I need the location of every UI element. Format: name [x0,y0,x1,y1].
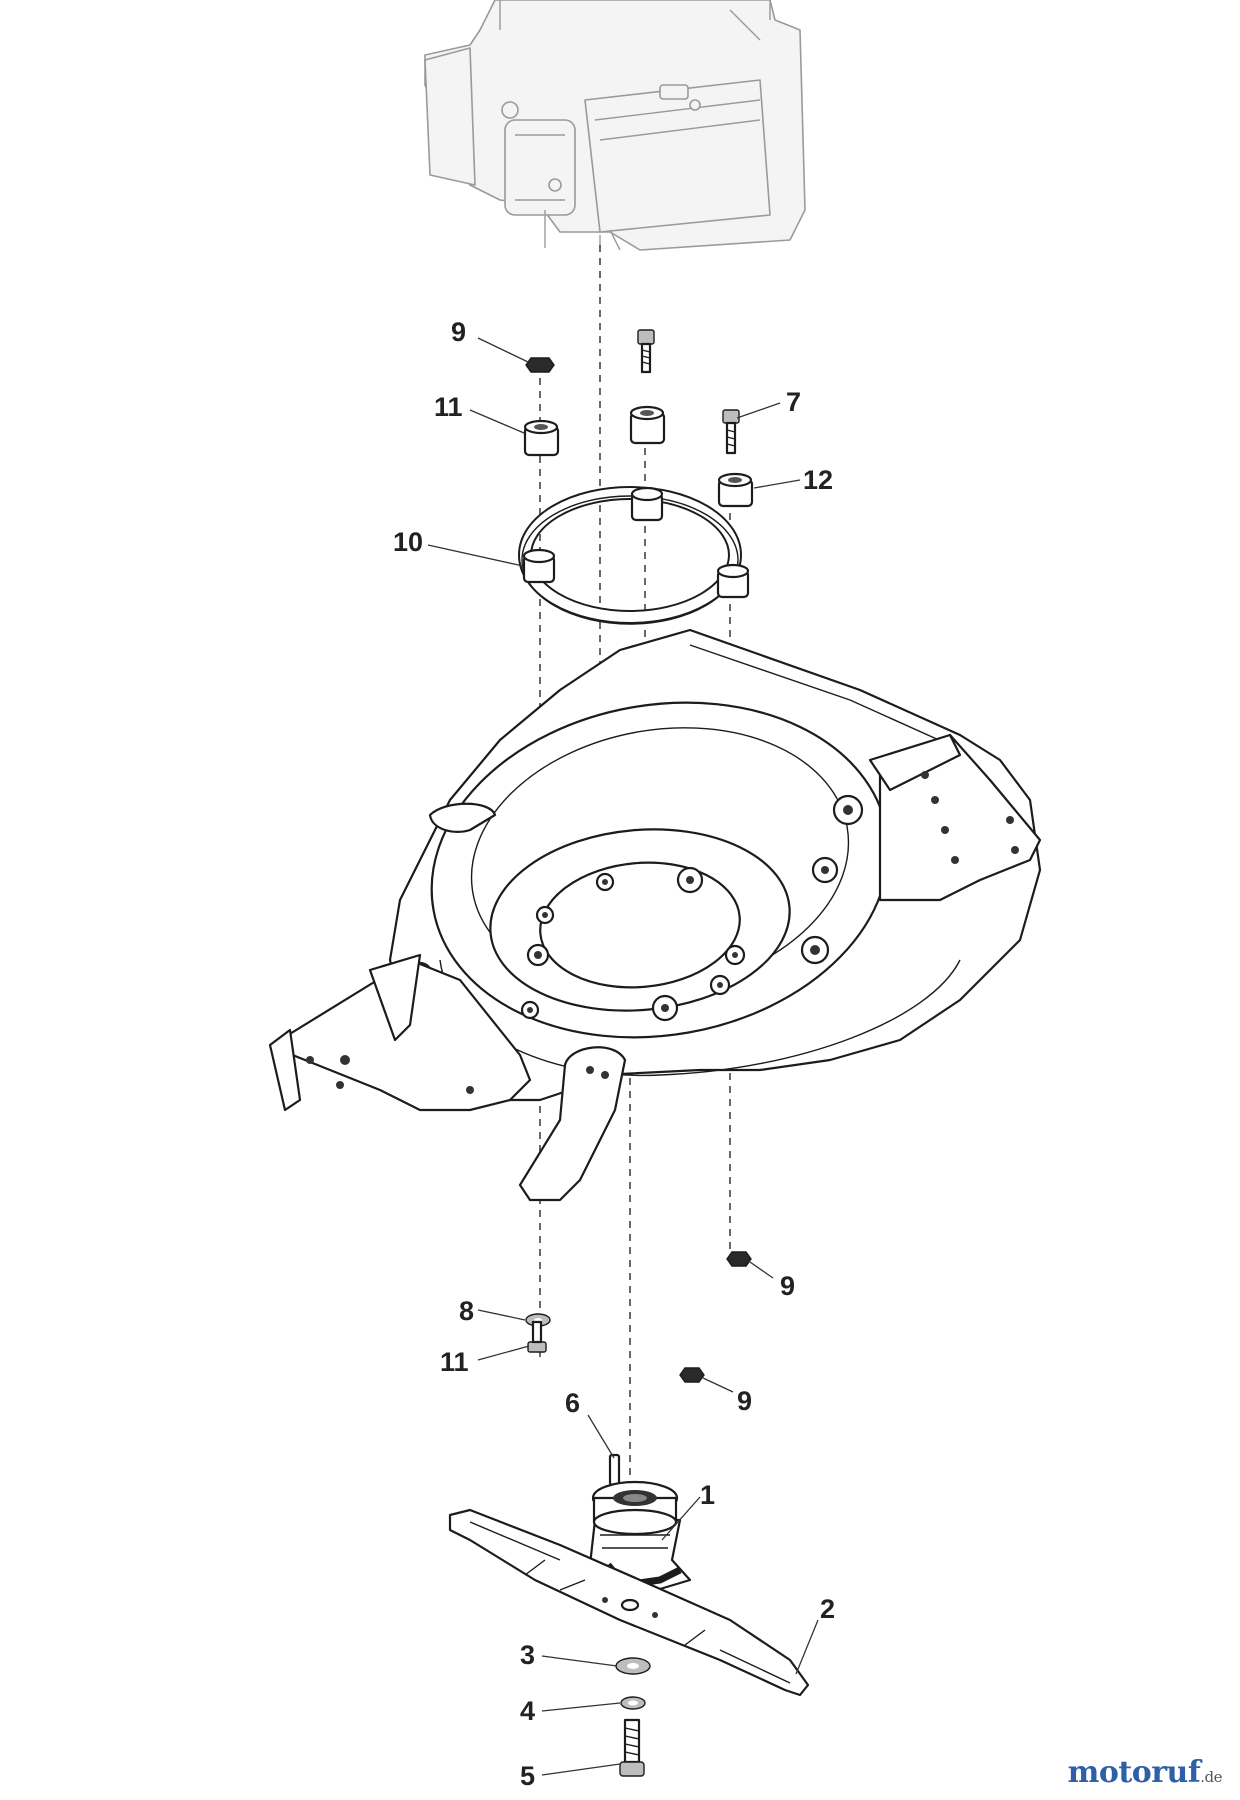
callout-9-right-lower: 9 [737,1386,752,1416]
callout-7: 7 [786,387,801,417]
callout-4: 4 [520,1696,535,1726]
leader-lines [427,337,819,1776]
bolt-12 [527,1320,547,1353]
callout-1: 1 [700,1480,715,1510]
watermark-name: motoruf [1067,1755,1201,1790]
callout-labels: 9 11 7 12 10 9 8 11 9 6 1 2 3 4 5 [393,317,835,1791]
callout-6: 6 [565,1388,580,1418]
callout-8: 8 [459,1296,474,1326]
woodruff-key [608,1453,621,1487]
callout-10: 10 [393,527,423,557]
blade-adapter [588,1480,692,1594]
top-hardware [523,329,754,508]
nut-top [525,357,555,373]
watermark-suffix: .de [1200,1768,1222,1786]
spacer-left [523,419,560,457]
front-bracket-holes [306,1055,474,1094]
ring-boss-left [522,548,556,584]
blade-bolt-5 [619,1718,645,1777]
blade-assembly [448,1453,810,1777]
engine-assembly [424,0,806,251]
lower-hardware [525,1251,752,1383]
cutting-blade [448,1508,810,1697]
nut-right-upper [726,1251,752,1267]
callout-11-left: 11 [434,392,463,422]
support-ring [518,486,750,625]
callout-11-right: 12 [803,465,833,495]
nut-right-lower [679,1367,705,1383]
callout-9-right-upper: 9 [780,1271,795,1301]
callout-9-top: 9 [451,317,466,347]
ring-boss-center [630,486,664,522]
callout-3: 3 [520,1640,535,1670]
ring-boss-right [716,563,750,599]
spacer-right [717,472,754,508]
motoruf-watermark: motoruf.de [1067,1755,1223,1790]
bolt-center [637,329,655,374]
lock-washer-4 [620,1696,646,1710]
mower-deck [268,628,1042,1202]
washer-3 [615,1657,651,1675]
bolt-right [722,409,740,455]
callout-12: 11 [440,1347,469,1377]
side-bracket-holes [921,771,1019,864]
spacer-center [629,405,666,445]
callout-2: 2 [820,1594,835,1624]
callout-5: 5 [520,1761,535,1791]
